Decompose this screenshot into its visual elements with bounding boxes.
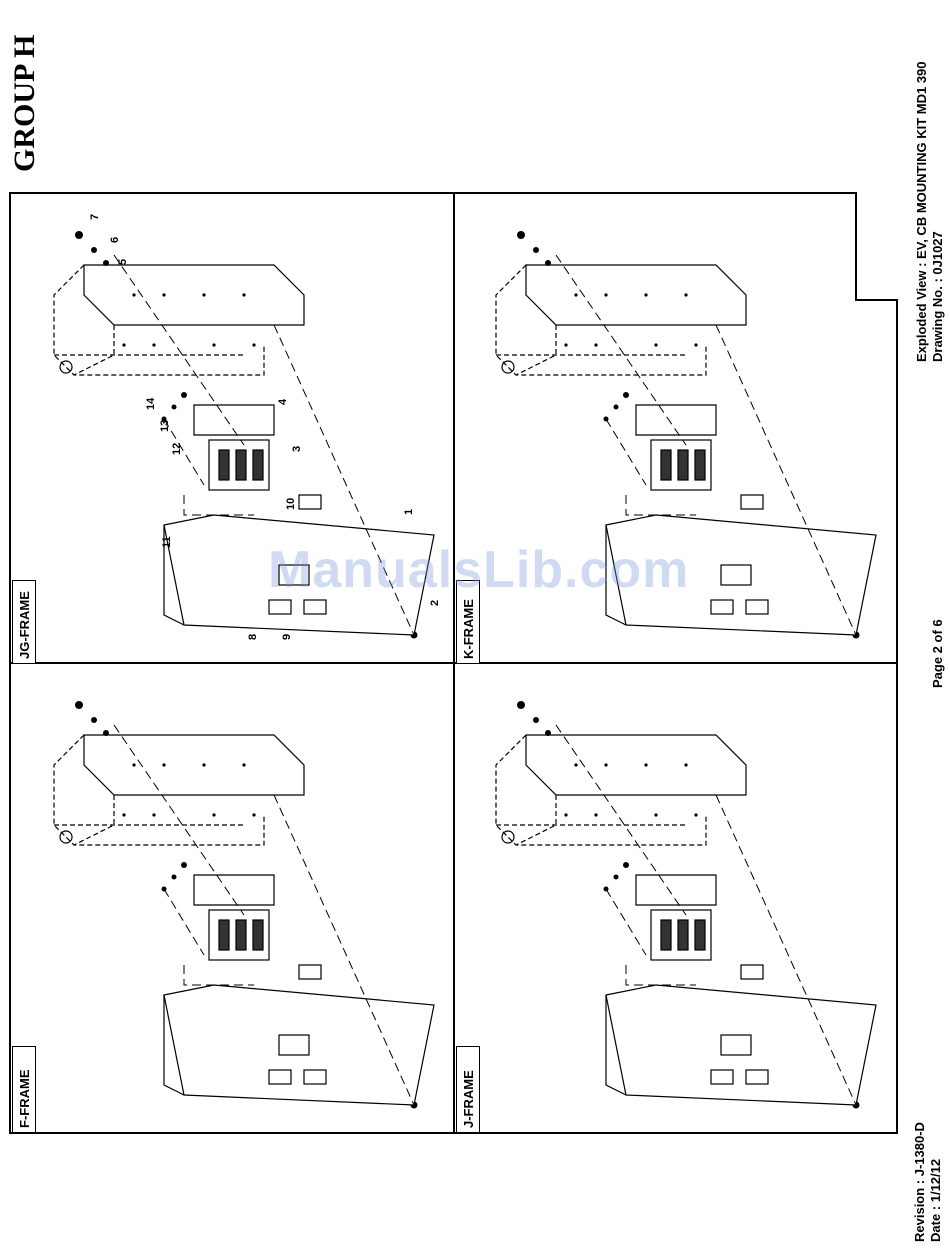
callout-8: 8 <box>247 634 259 640</box>
callout-2: 2 <box>429 600 441 606</box>
callout-12: 12 <box>171 443 183 455</box>
callout-13: 13 <box>159 420 171 432</box>
callout-5: 5 <box>117 259 129 265</box>
label-jg-frame: JG-FRAME <box>12 580 36 664</box>
callout-7: 7 <box>89 214 101 220</box>
panel-f-drawing <box>54 701 434 1109</box>
callout-14: 14 <box>145 397 157 410</box>
label-j-frame: J-FRAME <box>456 1046 480 1133</box>
panel-j-drawing <box>496 701 876 1109</box>
watermark: ManualsLib.com <box>268 540 689 600</box>
callout-6: 6 <box>109 237 121 243</box>
label-f-frame: F-FRAME <box>12 1046 36 1133</box>
callout-3: 3 <box>291 446 303 452</box>
callout-4: 4 <box>277 398 289 405</box>
callout-1: 1 <box>403 509 415 515</box>
callout-11: 11 <box>161 536 173 548</box>
callout-9: 9 <box>281 634 293 640</box>
callout-10: 10 <box>285 498 297 510</box>
